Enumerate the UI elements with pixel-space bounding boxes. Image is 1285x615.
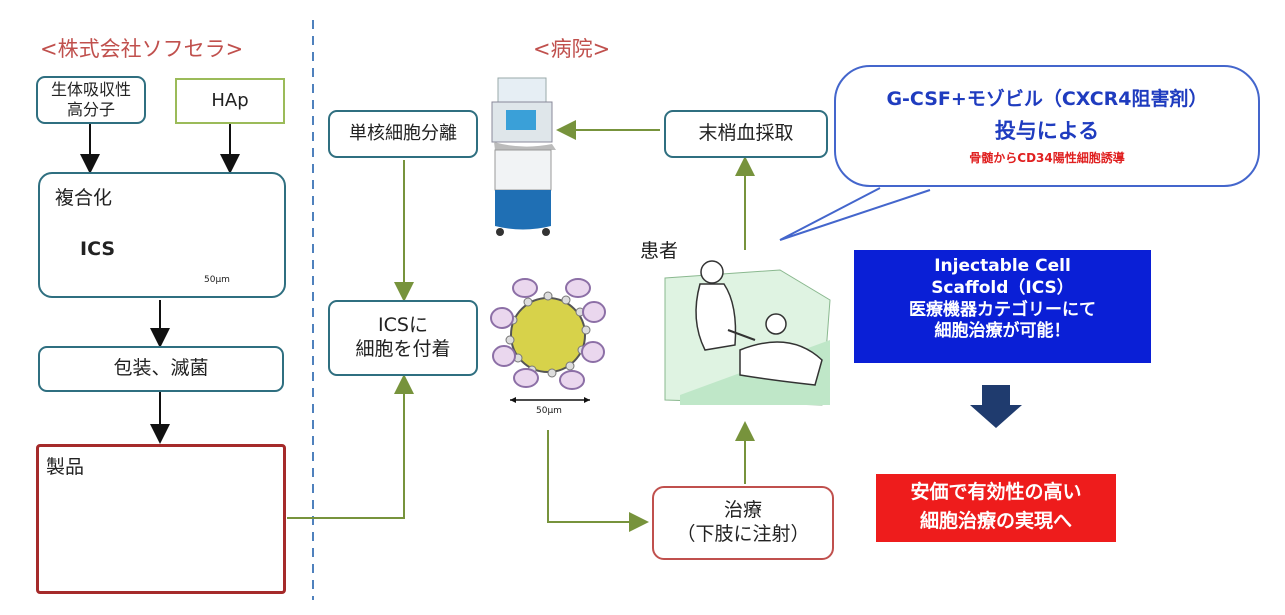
product-box [36,444,286,594]
blood-box: 末梢血採取 [664,110,828,158]
patient-label: 患者 [640,240,679,262]
patient-illustration-icon [664,260,831,406]
apheresis-machine-icon [491,77,556,236]
composite-label: 複合化 [55,187,113,209]
result-box: 安価で有効性の高い 細胞治療の実現へ [876,474,1116,542]
scale-label-1: 50μm [204,275,230,285]
packaging-box: 包装、滅菌 [38,346,284,392]
treatment-box: 治療 （下肢に注射） [652,486,834,560]
callout-line1: G-CSF+モゾビル（CXCR4阻害剤） [886,88,1208,110]
ics-info-line1: Injectable Cell [934,256,1071,276]
product-label: 製品 [46,456,85,478]
company-header: <株式会社ソフセラ> [40,37,244,61]
ics-label: ICS [80,238,116,260]
composite-box [38,172,286,298]
scale-label-2: 50μm [536,406,562,416]
separation-box: 単核細胞分離 [328,110,478,158]
result-line2: 細胞治療の実現へ [919,509,1072,532]
ics-info-line3: 医療機器カテゴリーにて [909,299,1096,320]
attach-box: ICSに 細胞を付着 [328,300,478,376]
ics-info-box: Injectable Cell Scaffold（ICS） 医療機器カテゴリーに… [854,250,1151,363]
callout-line3: 骨髄からCD34陽性細胞誘導 [969,151,1125,165]
result-line1: 安価で有効性の高い [910,481,1082,503]
down-arrow-icon [970,385,1022,428]
callout-line2: 投与による [994,119,1100,143]
ics-cells-icon [490,278,606,403]
hap-box: HAp [175,78,285,124]
ics-info-line2: Scaffold（ICS） [931,277,1074,298]
callout-bubble: G-CSF+モゾビル（CXCR4阻害剤） 投与による 骨髄からCD34陽性細胞誘… [834,65,1260,187]
polymer-box: 生体吸収性 高分子 [36,76,146,124]
hospital-header: <病院> [533,37,611,61]
ics-info-line4: 細胞治療が可能！ [934,321,1071,342]
